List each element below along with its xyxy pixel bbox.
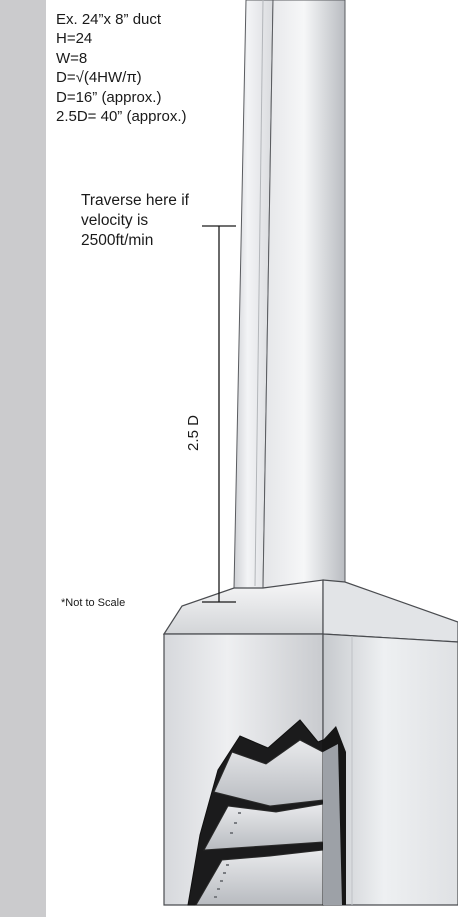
dimension-line [202, 225, 236, 603]
traverse-line: velocity is [81, 212, 149, 229]
upper-duct-side-face [262, 0, 346, 589]
rivet-row [214, 812, 241, 898]
example-line: Ex. 24”x 8” duct [56, 11, 162, 28]
dimension-label: 2.5 D [185, 415, 202, 451]
example-line: W=8 [56, 49, 88, 67]
example-calculation: Ex. 24”x 8” duct H=24 W=8 D=√(4HW/π) D=1… [56, 10, 186, 126]
left-sidebar [0, 0, 46, 917]
traverse-line: 2500ft/min [81, 232, 154, 249]
turning-vane-side-edge [323, 744, 342, 905]
turning-vane-upper [213, 739, 324, 807]
scale-note: *Not to Scale [61, 597, 126, 609]
example-line: D=√(4HW/π) [56, 69, 142, 87]
example-line: 2.5D= 40” (approx.) [56, 108, 187, 126]
transition-rim-front [162, 579, 324, 635]
transition-rim-side [322, 579, 458, 643]
turning-vane-lower [195, 849, 324, 906]
traverse-note: Traverse here if velocity is 2500ft/min [81, 191, 189, 251]
example-line: H=24 [56, 30, 93, 48]
traverse-line: Traverse here if [81, 192, 189, 209]
example-line: D=16” (approx.) [56, 88, 162, 106]
